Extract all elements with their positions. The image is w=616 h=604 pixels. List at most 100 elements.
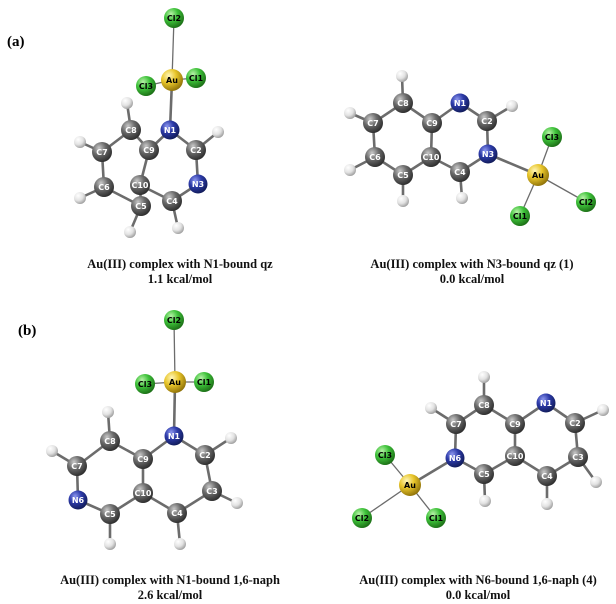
atom-c2: [186, 140, 206, 160]
atom-h2: [506, 100, 518, 112]
atom-h3: [231, 497, 243, 509]
caption-a-left-title: Au(III) complex with N1-bound qz: [87, 257, 273, 271]
atom-label-c6: C6: [369, 153, 381, 162]
atom-label-c5: C5: [104, 510, 116, 519]
atom-label-c9: C9: [426, 119, 438, 128]
atom-label-au: Au: [169, 378, 181, 387]
atom-h6: [74, 192, 86, 204]
atom-label-cl2: Cl2: [167, 316, 181, 325]
atom-label-c5: C5: [478, 470, 490, 479]
atom-h5: [397, 195, 409, 207]
atom-h2: [212, 126, 224, 138]
atom-label-cl1: Cl1: [513, 212, 528, 221]
atom-c3: [568, 447, 588, 467]
atom-c4: [537, 466, 557, 486]
atom-c2: [565, 413, 585, 433]
atom-n6: [445, 448, 465, 468]
atom-label-c9: C9: [509, 420, 521, 429]
atom-label-au: Au: [404, 481, 416, 490]
atom-c7: [363, 113, 383, 133]
atom-cl1: [426, 508, 446, 528]
atom-label-c4: C4: [541, 472, 553, 481]
atom-c6: [365, 147, 385, 167]
atom-label-c6: C6: [98, 183, 110, 192]
atom-label-c3: C3: [206, 487, 217, 496]
caption-b-left-title: Au(III) complex with N1-bound 1,6-naph: [60, 573, 280, 587]
panel-label-b: (b): [18, 323, 36, 339]
atom-label-cl3: Cl3: [545, 133, 559, 142]
atom-label-n1: N1: [454, 99, 467, 108]
atom-label-n3: N3: [192, 180, 204, 189]
atom-c8: [121, 120, 141, 140]
atom-label-c8: C8: [125, 126, 137, 135]
atom-label-c7: C7: [450, 420, 461, 429]
atom-au: [399, 474, 421, 496]
atom-label-cl1: Cl1: [429, 514, 444, 523]
atom-label-c8: C8: [104, 437, 116, 446]
atom-c4: [162, 191, 182, 211]
atom-c9: [422, 113, 442, 133]
atom-cl2: [164, 8, 184, 28]
atom-c7: [92, 142, 112, 162]
atom-label-c10: C10: [131, 181, 148, 190]
atom-h8: [396, 70, 408, 82]
atom-label-cl1: Cl1: [189, 74, 204, 83]
atom-h8: [102, 406, 114, 418]
atom-n3: [478, 144, 498, 164]
atom-c7: [446, 414, 466, 434]
caption-a-right-energy: 0.0 kcal/mol: [440, 272, 505, 286]
caption-b-left-energy: 2.6 kcal/mol: [138, 588, 203, 602]
atom-c10: [505, 446, 525, 466]
atom-h7: [46, 445, 58, 457]
atom-h7: [344, 107, 356, 119]
atom-label-n3: N3: [482, 150, 494, 159]
atom-cl3: [135, 374, 155, 394]
atom-n3: [188, 174, 208, 194]
atom-label-c2: C2: [481, 117, 492, 126]
atom-label-cl1: Cl1: [197, 378, 212, 387]
atom-label-cl2: Cl2: [167, 14, 181, 23]
atom-h8: [121, 97, 133, 109]
atom-h4: [541, 498, 553, 510]
atom-label-cl3: Cl3: [138, 380, 152, 389]
atom-label-n1: N1: [164, 126, 177, 135]
atom-label-c7: C7: [71, 462, 82, 471]
atom-h2: [225, 432, 237, 444]
atom-label-c7: C7: [96, 148, 107, 157]
atom-h6: [344, 164, 356, 176]
atom-label-n6: N6: [72, 496, 85, 505]
atom-h5: [479, 495, 491, 507]
caption-a-left-energy: 1.1 kcal/mol: [148, 272, 213, 286]
atom-c9: [139, 140, 159, 160]
atom-h4: [174, 538, 186, 550]
atom-n1: [450, 93, 470, 113]
atom-label-cl3: Cl3: [139, 82, 153, 91]
atom-label-au: Au: [532, 171, 544, 180]
atom-c5: [131, 196, 151, 216]
atom-c3: [202, 481, 222, 501]
caption-b-right-energy: 0.0 kcal/mol: [446, 588, 511, 602]
atom-label-c9: C9: [137, 455, 149, 464]
atom-h7: [74, 136, 86, 148]
atom-label-c8: C8: [478, 401, 490, 410]
atom-c10: [130, 175, 150, 195]
atom-c8: [100, 431, 120, 451]
atom-c10: [133, 483, 153, 503]
atom-label-c10: C10: [506, 452, 523, 461]
atom-c7: [67, 456, 87, 476]
atom-label-c10: C10: [422, 153, 439, 162]
atom-label-c3: C3: [572, 453, 583, 462]
atom-c6: [94, 177, 114, 197]
atom-n1: [160, 120, 180, 140]
atom-c8: [474, 395, 494, 415]
atom-cl3: [136, 76, 156, 96]
caption-a-right-title: Au(III) complex with N3-bound qz (1): [370, 257, 573, 271]
atom-label-c8: C8: [397, 99, 409, 108]
atom-n1: [536, 393, 556, 413]
atom-label-c10: C10: [134, 489, 151, 498]
atom-au: [161, 69, 183, 91]
